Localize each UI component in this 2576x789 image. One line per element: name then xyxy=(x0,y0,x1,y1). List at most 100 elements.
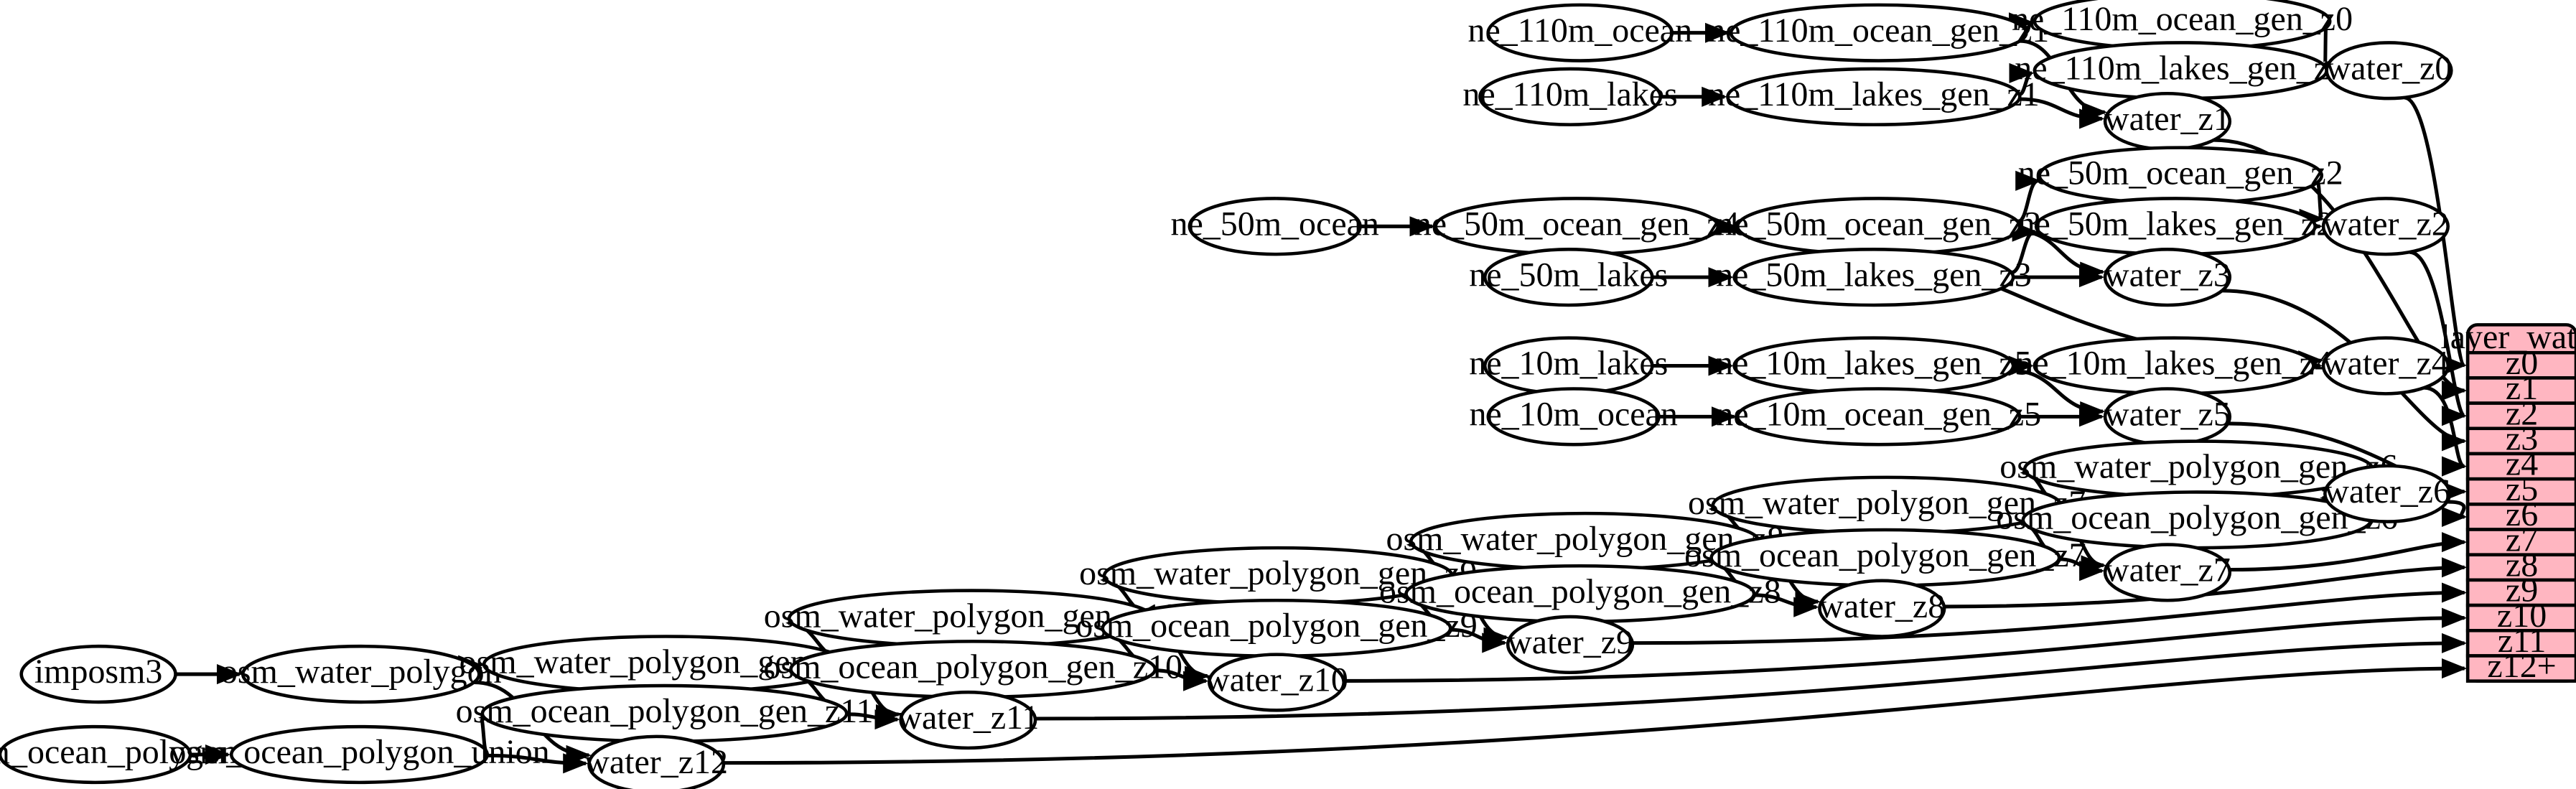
graph-node-water_z8[interactable] xyxy=(1818,579,1946,638)
graph-node-water_z2[interactable] xyxy=(2321,197,2450,256)
graph-node-water_z4[interactable] xyxy=(2321,336,2450,396)
layer-water-row-z10[interactable] xyxy=(2465,603,2576,632)
graph-node-label-water_z3: water_z3 xyxy=(2104,256,2231,294)
layer-water-row-z1[interactable] xyxy=(2465,376,2576,405)
graph-node-label-water_z8: water_z8 xyxy=(1819,587,1945,625)
layer-water-row-label-z1: z1 xyxy=(2506,369,2538,407)
graph-node-label-osm_ocean_polygon_gen_z9: osm_ocean_polygon_gen_z9 xyxy=(1075,607,1478,645)
graph-node-label-osm_ocean_polygon_gen_z11: osm_ocean_polygon_gen_z11 xyxy=(456,692,874,730)
graph-edge-water_z8--to--layer_water-z8 xyxy=(1943,557,2468,609)
graph-edge-osm_ocean_polygon_union--to--water_z12 xyxy=(487,753,589,774)
graph-edge-water_z2--to--layer_water-z2 xyxy=(2409,250,2468,426)
graph-node-osm_ocean_polygon_union[interactable] xyxy=(229,724,490,785)
layer-water-row-label-z8: z8 xyxy=(2506,546,2538,584)
graph-node-osm_ocean_polygon[interactable] xyxy=(0,724,192,785)
graph-edge-osm_ocean_polygon_gen_z8--to--water_z8 xyxy=(1753,593,1819,617)
layer-water-row-label-z3: z3 xyxy=(2506,420,2538,458)
graph-node-label-water_z5: water_z5 xyxy=(2104,396,2231,434)
graph-node-label-osm_ocean_polygon_gen_z8: osm_ocean_polygon_gen_z8 xyxy=(1379,572,1781,610)
graph-edge-water_z12--to--layer_water-z12- xyxy=(723,658,2468,765)
graph-node-ne_110m_lakes_gen_z1[interactable] xyxy=(1726,67,2022,126)
graph-node-label-imposm3: imposm3 xyxy=(34,653,163,691)
graph-node-ne_50m_lakes[interactable] xyxy=(1483,248,1654,307)
graph-node-label-ne_50m_ocean_gen_z4: ne_50m_ocean_gen_z4 xyxy=(1414,205,1740,243)
layer-water-row-label-z11: z11 xyxy=(2498,622,2546,660)
graph-edge-ne_50m_lakes_gen_z3--to--ne_50m_lakes_gen_z2 xyxy=(2010,221,2038,275)
graph-node-label-ne_110m_lakes_gen_z1: ne_110m_lakes_gen_z1 xyxy=(1708,75,2040,113)
graph-edge-water_z4--to--layer_water-z4 xyxy=(2424,386,2468,477)
graph-node-ne_110m_ocean[interactable] xyxy=(1486,3,1674,62)
graph-edge-water_z10--to--layer_water-z10 xyxy=(1343,607,2468,683)
graph-node-label-water_z0: water_z0 xyxy=(2326,49,2453,87)
graph-node-osm_water_polygon[interactable] xyxy=(241,644,481,704)
graph-node-label-ne_10m_ocean: ne_10m_ocean xyxy=(1469,396,1677,434)
graph-node-ne_10m_ocean[interactable] xyxy=(1486,387,1661,447)
layer-water-row-label-z0: z0 xyxy=(2506,344,2538,382)
graph-node-water_z7[interactable] xyxy=(2103,543,2232,602)
graph-node-label-water_z10: water_z10 xyxy=(1205,661,1348,699)
graph-node-label-ne_110m_ocean_gen_z0: ne_110m_ocean_gen_z0 xyxy=(2012,0,2353,38)
layer-water-table[interactable]: layer_waterz0z1z2z3z4z5z6z7z8z9z10z11z12… xyxy=(2440,318,2576,685)
graph-node-label-ne_50m_ocean_gen_z3: ne_50m_ocean_gen_z3 xyxy=(1716,205,2041,243)
graph-edge-osm_ocean_polygon_gen_z10--to--water_z10 xyxy=(1154,668,1209,691)
layer-water-row-label-z5: z5 xyxy=(2506,470,2538,508)
graph-node-ne_50m_lakes_gen_z3[interactable] xyxy=(1732,248,2015,307)
graph-node-label-ne_50m_ocean_gen_z2: ne_50m_ocean_gen_z2 xyxy=(2018,154,2343,192)
graph-node-label-water_z2: water_z2 xyxy=(2323,205,2449,243)
graph-node-water_z9[interactable] xyxy=(1506,615,1635,675)
graph-node-water_z12[interactable] xyxy=(587,734,726,789)
layer-water-row-label-z7: z7 xyxy=(2506,520,2538,559)
graph-node-water_z3[interactable] xyxy=(2103,248,2232,307)
graph-node-ne_110m_ocean_gen_z1[interactable] xyxy=(1729,3,2028,62)
graph-node-water_z6[interactable] xyxy=(2323,464,2452,523)
graph-node-label-water_z1: water_z1 xyxy=(2104,100,2231,138)
graph-edge-osm_ocean_polygon_gen_z9--to--water_z9 xyxy=(1450,627,1508,653)
graph-node-water_z0[interactable] xyxy=(2325,41,2453,101)
graph-node-label-water_z6: water_z6 xyxy=(2324,472,2450,510)
graph-node-label-water_z9: water_z9 xyxy=(1507,623,1633,661)
graph-node-label-osm_ocean_polygon: osm_ocean_polygon xyxy=(0,733,238,771)
graph-node-label-ne_50m_ocean: ne_50m_ocean xyxy=(1171,205,1379,243)
graph-node-label-ne_10m_ocean_gen_z5: ne_10m_ocean_gen_z5 xyxy=(1716,396,2041,434)
graph-node-label-ne_110m_lakes_gen_z0: ne_110m_lakes_gen_z0 xyxy=(2015,49,2346,87)
layer-water-row-label-z6: z6 xyxy=(2506,495,2538,533)
graph-node-label-osm_water_polygon: osm_water_polygon xyxy=(220,653,502,691)
graph-node-label-ne_10m_lakes_gen_z5: ne_10m_lakes_gen_z5 xyxy=(1716,345,2032,383)
graph-edge-water_z6--to--layer_water-z6 xyxy=(2441,500,2468,527)
layer-water-row-label-z9: z9 xyxy=(2506,571,2538,610)
layer-water-row-z6[interactable] xyxy=(2465,503,2576,531)
graph-edge-water_z9--to--layer_water-z9 xyxy=(1632,582,2468,645)
graph-node-label-water_z4: water_z4 xyxy=(2323,345,2449,383)
graph-node-water_z10[interactable] xyxy=(1208,653,1345,712)
graph-node-imposm3[interactable] xyxy=(19,644,177,704)
graph-node-ne_10m_ocean_gen_z5[interactable] xyxy=(1735,387,2022,447)
graph-node-label-ne_50m_lakes_gen_z2: ne_50m_lakes_gen_z2 xyxy=(2018,205,2334,243)
graph-node-ne_110m_lakes[interactable] xyxy=(1478,67,1663,126)
graph-node-label-ne_110m_ocean: ne_110m_ocean xyxy=(1467,11,1692,50)
graph-node-label-water_z11: water_z11 xyxy=(897,699,1039,737)
graph-node-label-ne_50m_lakes: ne_50m_lakes xyxy=(1469,256,1668,294)
graph-node-label-ne_110m_ocean_gen_z1: ne_110m_ocean_gen_z1 xyxy=(1708,11,2049,50)
layer-water-row-label-z12+: z12+ xyxy=(2487,647,2556,685)
graph-node-ne_50m_ocean[interactable] xyxy=(1187,197,1362,256)
graph-node-label-osm_ocean_polygon_gen_z10: osm_ocean_polygon_gen_z10 xyxy=(763,648,1182,686)
graph-node-label-ne_110m_lakes: ne_110m_lakes xyxy=(1462,75,1677,113)
graph-node-label-ne_10m_lakes: ne_10m_lakes xyxy=(1469,345,1668,383)
graph-edge-ne_50m_ocean_gen_z3--to--ne_50m_ocean_gen_z2 xyxy=(2015,170,2041,224)
graph-edge-water_z11--to--layer_water-z11 xyxy=(1035,632,2468,721)
graph-node-label-osm_water_polygon_gen_z7: osm_water_polygon_gen_z7 xyxy=(1688,484,2086,522)
graph-node-label-osm_ocean_polygon_union: osm_ocean_polygon_union xyxy=(169,733,549,771)
graph-node-label-ne_50m_lakes_gen_z3: ne_50m_lakes_gen_z3 xyxy=(1716,256,2032,294)
graph-edge-osm_ocean_polygon_gen_z11--to--water_z11 xyxy=(846,709,900,730)
graph-edge-water_z7--to--layer_water-z7 xyxy=(2229,532,2468,572)
layer-water-row-label-z4: z4 xyxy=(2506,445,2538,483)
layer-water-row-z8[interactable] xyxy=(2465,553,2576,582)
graph-node-label-water_z12: water_z12 xyxy=(584,743,728,781)
graph-node-label-osm_ocean_polygon_gen_z7: osm_ocean_polygon_gen_z7 xyxy=(1684,536,2086,574)
graph-node-label-water_z7: water_z7 xyxy=(2104,551,2231,589)
graph-node-water_z11[interactable] xyxy=(899,690,1037,750)
layer-water-row-z12+[interactable] xyxy=(2465,654,2576,683)
